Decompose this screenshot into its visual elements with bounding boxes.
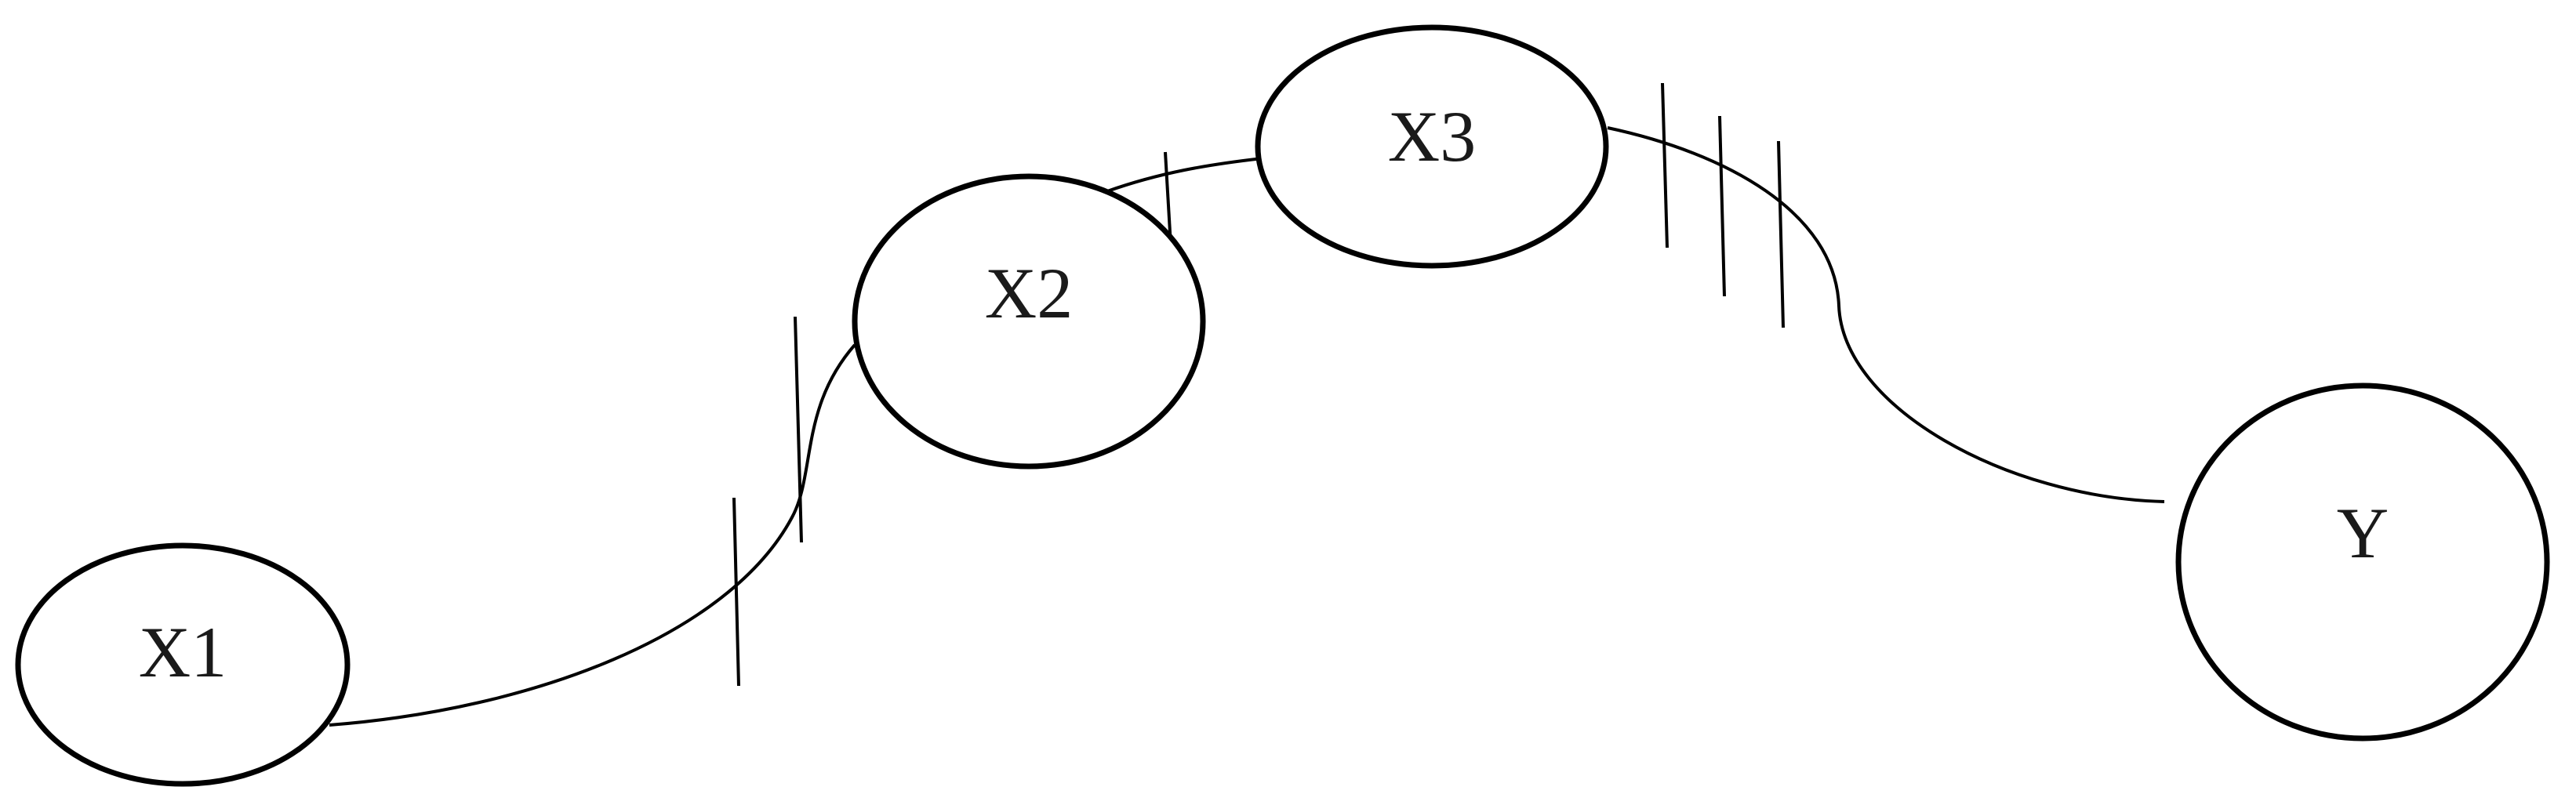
edge-x3-y-curve bbox=[1607, 126, 2165, 503]
edge-x3-y-tick-1 bbox=[1661, 82, 1669, 248]
node-x2-label: X2 bbox=[985, 253, 1073, 333]
node-x2-ellipse bbox=[852, 173, 1206, 470]
edge-x3-y-tick-2 bbox=[1718, 115, 1726, 297]
node-x1: X1 bbox=[15, 542, 351, 787]
edge-x3-y-tick-3 bbox=[1777, 140, 1785, 328]
edge-x1-x2-tick-2 bbox=[794, 316, 803, 543]
edge-x2-x3-curve bbox=[1106, 157, 1263, 193]
node-x2: X2 bbox=[852, 173, 1206, 470]
node-y-ellipse bbox=[2175, 383, 2550, 742]
node-x1-ellipse bbox=[15, 542, 351, 787]
edge-x1-x2-curve bbox=[329, 343, 856, 727]
node-x3: X3 bbox=[1255, 24, 1609, 269]
node-y: Y bbox=[2175, 383, 2550, 742]
node-x1-label: X1 bbox=[139, 612, 227, 692]
node-x3-label: X3 bbox=[1388, 96, 1476, 176]
node-x3-ellipse bbox=[1255, 24, 1609, 269]
node-y-label: Y bbox=[2337, 493, 2389, 573]
edge-x1-x2-tick-1 bbox=[732, 497, 740, 687]
edge-x1-x2 bbox=[329, 316, 856, 727]
edge-x3-y bbox=[1607, 82, 2165, 503]
